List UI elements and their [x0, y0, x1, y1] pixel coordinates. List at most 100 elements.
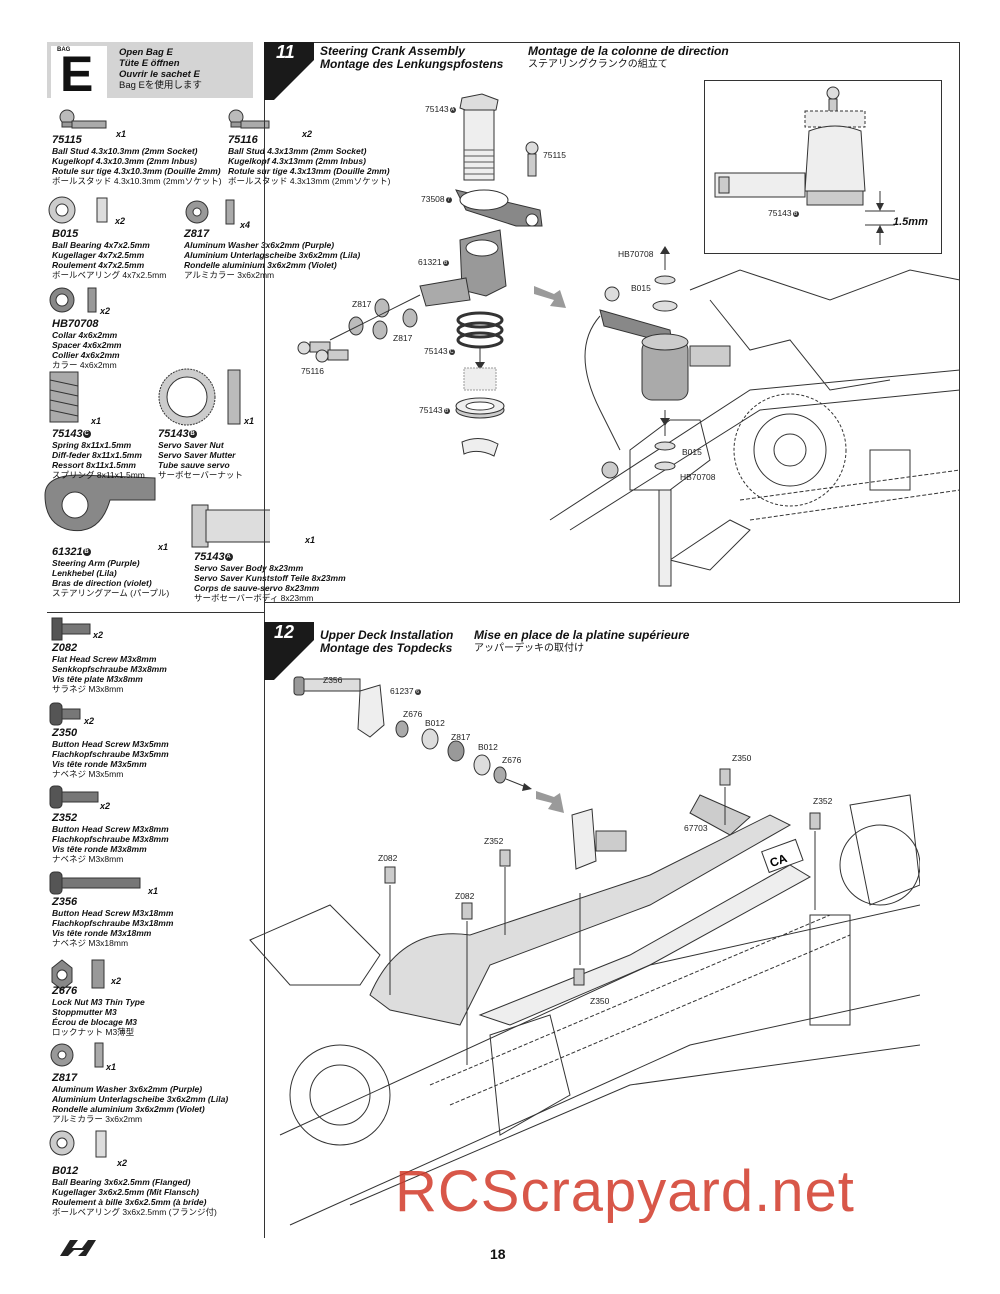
step-11-title-fr: Montage de la colonne de direction: [528, 44, 729, 58]
bag-instructions: Open Bag E Tüte E öffnen Ouvrir le sache…: [119, 47, 202, 91]
lock-nut-icon: [51, 959, 105, 991]
part-z352: Z352 Button Head Screw M3x8mm Flachkopfs…: [52, 812, 169, 864]
part-sub-badge: A: [224, 553, 233, 562]
label-z817-b: Z817: [393, 333, 413, 343]
part-z350: Z350 Button Head Screw M3x5mm Flachkopfs…: [52, 727, 169, 779]
part-sub-badge: C: [82, 430, 91, 439]
steering-crank-drawing: [455, 189, 543, 227]
part-qty: x2: [100, 306, 111, 316]
label-badge: A: [449, 106, 456, 113]
step-11-badge: [264, 42, 314, 100]
label-text: 73508: [421, 194, 445, 204]
ball-stud-75115-icon: [59, 109, 107, 129]
part-line: Kugellager 4x7x2.5mm: [52, 250, 145, 260]
part-line: Ball Bearing 3x6x2.5mm (Flanged): [52, 1177, 191, 1187]
label-b015-a: B015: [631, 283, 651, 293]
part-line: Vis tête ronde M3x5mm: [52, 759, 147, 769]
part-code: 75116: [228, 134, 258, 146]
part-line: Aluminium Unterlagscheibe 3x6x2mm (Lila): [184, 250, 361, 260]
part-qty: x2: [100, 801, 111, 811]
part-line: Stoppmutter M3: [52, 1007, 117, 1017]
part-qty: x1: [158, 542, 169, 552]
label-badge: C: [448, 348, 455, 355]
dimension-label: 1.5mm: [893, 216, 928, 228]
step-11-number: 11: [276, 42, 295, 62]
label-hb70708-b: HB70708: [680, 472, 716, 482]
part-line: Rotule sur tige 4.3x13mm (Douille 2mm): [228, 166, 390, 176]
part-code-num: 61321: [52, 546, 83, 558]
label-z356: Z356: [323, 675, 343, 685]
collar-hb70708-icon: [49, 287, 97, 313]
part-line: Diff-feder 8x11x1.5mm: [52, 450, 142, 460]
part-line-jp: アルミカラー 3x6x2mm: [52, 1114, 143, 1124]
servo-saver-body-icon: [191, 504, 270, 548]
screw-z356-drawing: [293, 676, 361, 696]
label-text: 61237: [390, 686, 414, 696]
bag-line-fr: Ouvrir le sachet E: [119, 69, 200, 80]
bag-line-en: Open Bag E: [119, 47, 173, 58]
part-line: Aluminium Unterlagscheibe 3x6x2mm (Lila): [52, 1094, 229, 1104]
part-line: Senkkopfschraube M3x8mm: [52, 664, 167, 674]
flat-screw-z082-icon: [51, 617, 91, 641]
part-line: Aluminum Washer 3x6x2mm (Purple): [184, 240, 335, 250]
ball-studs-drawing: [297, 341, 349, 363]
part-line-jp: カラー 4x6x2mm: [52, 360, 117, 370]
part-line: Ball Stud 4.3x10.3mm (2mm Socket): [52, 146, 198, 156]
step-12-title-fr: Mise en place de la platine supérieure: [474, 628, 690, 642]
part-line: Button Head Screw M3x5mm: [52, 739, 169, 749]
part-line: Lenkhebel (Lila): [52, 568, 117, 578]
label-badge: 6: [414, 688, 421, 695]
part-code-num: 75143: [52, 428, 83, 440]
mount-61237-drawing: [357, 684, 385, 738]
part-z676: Z676 Lock Nut M3 Thin Type Stoppmutter M…: [52, 985, 145, 1037]
label-z350-a: Z350: [732, 753, 752, 763]
part-line: Flachkopfschraube M3x8mm: [52, 834, 169, 844]
part-code: Z082: [52, 642, 78, 654]
part-line: Rondelle aluminium 3x6x2mm (Violet): [184, 260, 337, 270]
label-z676-a: Z676: [403, 709, 423, 719]
step-11-title-jp: ステアリングクランクの組立て: [528, 59, 668, 70]
part-code: Z352: [52, 812, 78, 824]
top-rule: [264, 42, 960, 43]
part-line-jp: サーボセーバーボディ 8x23mm: [194, 593, 314, 603]
bag-tag: BAG: [57, 47, 71, 53]
part-b012: B012 Ball Bearing 3x6x2.5mm (Flanged) Ku…: [52, 1165, 217, 1217]
bearing-b012-icon: [49, 1130, 107, 1158]
step-11-title: Steering Crank Assembly Montage des Lenk…: [320, 45, 503, 71]
label-text: 61321: [418, 257, 442, 267]
part-code: 75115: [52, 134, 82, 146]
detail-inset-drawing: [714, 86, 895, 245]
steering-arm-drawing: [419, 229, 507, 307]
watermark: RCScrapyard.net: [395, 1159, 855, 1224]
part-code: Z817: [52, 1072, 78, 1084]
part-hb70708: HB70708 Collar 4x6x2mm Spacer 4x6x2mm Co…: [52, 318, 121, 370]
deck-screws-drawing: [384, 768, 821, 1065]
part-line: Steering Arm (Purple): [52, 558, 140, 568]
part-qty: x4: [240, 220, 251, 230]
ball-stud-75116-icon: [228, 109, 270, 129]
part-code: B012: [52, 1165, 79, 1177]
part-line: Servo Saver Mutter: [158, 450, 236, 460]
part-code-num: 75143: [158, 428, 189, 440]
part-qty: x1: [91, 416, 102, 426]
part-line-jp: ロックナット M3薄型: [52, 1027, 135, 1037]
part-line: Servo Saver Kunststoff Teile 8x23mm: [194, 573, 346, 583]
step-11-illustration: [297, 93, 960, 587]
part-b015: B015 Ball Bearing 4x7x2.5mm Kugellager 4…: [52, 228, 166, 280]
part-line: Bras de direction (violet): [52, 578, 152, 588]
part-line: Lock Nut M3 Thin Type: [52, 997, 145, 1007]
label-text: 75143: [424, 346, 448, 356]
part-line-jp: ナベネジ M3x18mm: [52, 938, 129, 948]
grey-arrow-icon: [534, 286, 566, 308]
label-b015-b: B015: [682, 447, 702, 457]
part-sub-badge: B: [188, 430, 197, 439]
button-screw-z352-icon: [49, 785, 99, 809]
part-code: Z350: [52, 727, 78, 739]
part-line: Rondelle aluminium 3x6x2mm (Violet): [52, 1104, 205, 1114]
